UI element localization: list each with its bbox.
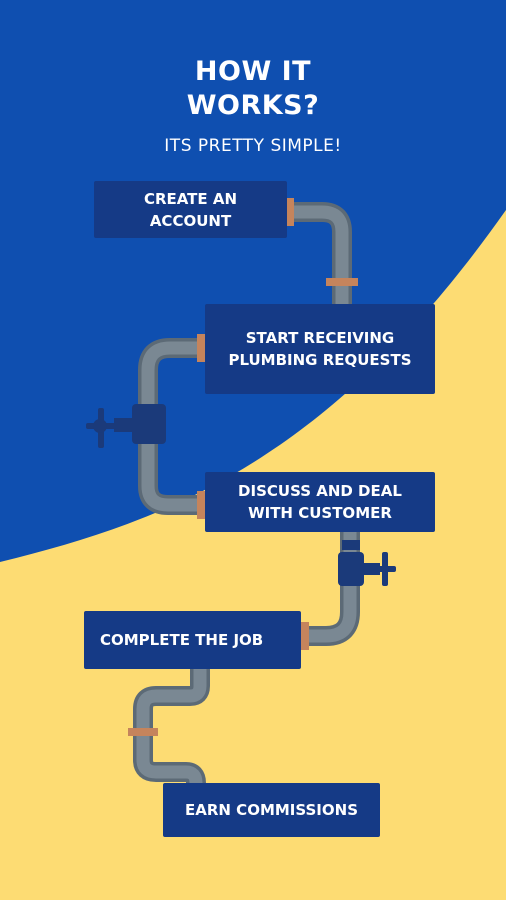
step-complete-job: COMPLETE THE JOB xyxy=(84,611,301,669)
page-title-line2: WORKS? xyxy=(186,90,320,121)
step-earn-commissions: EARN COMMISSIONS xyxy=(163,783,380,837)
step-create-account: CREATE AN ACCOUNT xyxy=(94,181,287,238)
valve-icon xyxy=(338,540,396,586)
step-discuss-and-deal: DISCUSS AND DEAL WITH CUSTOMER xyxy=(205,472,435,532)
page-title-line1: HOW IT xyxy=(194,56,312,87)
page-subtitle: ITS PRETTY SIMPLE! xyxy=(164,136,342,156)
valve-icon xyxy=(86,404,166,448)
step-start-receiving-requests: START RECEIVING PLUMBING REQUESTS xyxy=(205,304,435,394)
